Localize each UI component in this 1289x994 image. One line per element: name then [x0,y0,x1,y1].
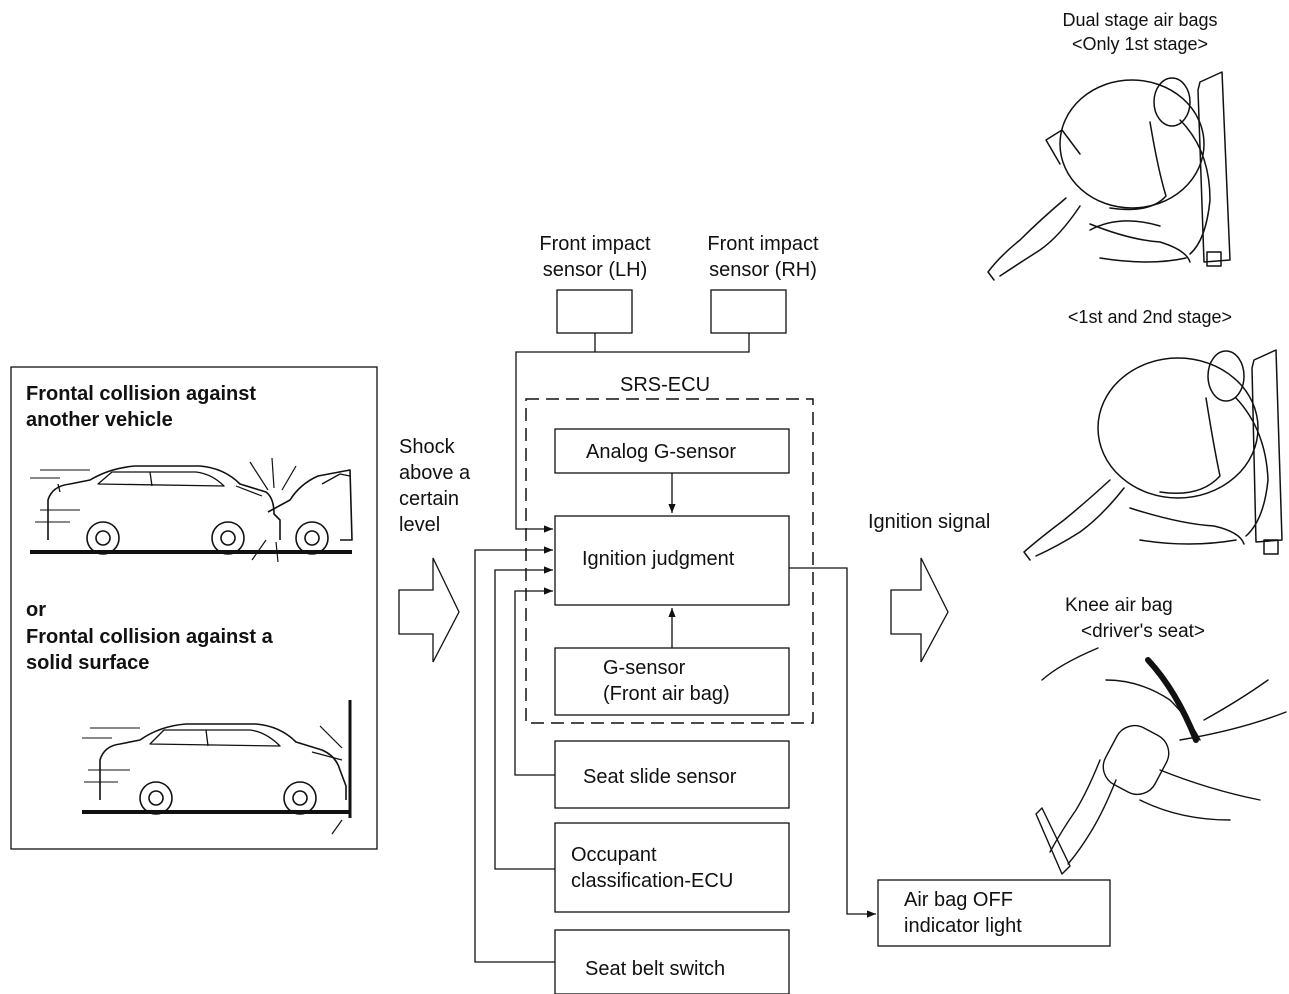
seat-belt-switch-box [554,929,790,994]
airbag-off-indicator-label: Air bag OFF indicator light [904,889,1022,937]
srs-ecu-title: SRS-ECU [620,374,711,396]
dual-stage-1st-2nd-label: <1st and 2nd stage> [1067,307,1233,327]
occupant-classification-label: Occupant classification-ECU [571,844,734,892]
dual-stage-title: Dual stage air bags [1062,10,1218,30]
collision-heading-vehicle: Frontal collision against another vehicl… [26,383,257,431]
analog-g-sensor-box [554,428,790,474]
front-impact-sensor-lh-box [556,289,633,334]
shock-arrow [398,557,460,663]
wall-collision-illustration [82,700,352,835]
front-sensor-rh-connector [515,333,750,533]
shock-label: Shock above a certain level [399,436,471,536]
knee-airbag-title: Knee air bag [1065,595,1173,616]
occupant-airbag-1st-stage-illustration [987,71,1231,281]
knee-airbag-seat-label: <driver's seat> [1081,621,1206,642]
ignition-judgment-box [554,515,790,606]
collision-panel [10,366,378,850]
knee-airbag-illustration [1035,647,1287,875]
dual-stage-1st-label: <Only 1st stage> [1071,34,1209,54]
seat-slide-line [514,587,555,776]
vehicle-collision-illustration [30,457,353,563]
seat-slide-sensor-label: Seat slide sensor [583,766,737,788]
occupant-airbag-2nd-stage-illustration [1023,349,1283,561]
occupant-line [494,566,555,870]
seat-belt-switch-label: Seat belt switch [585,958,726,980]
g-sensor-box [554,647,790,716]
ignition-arrow [890,557,949,663]
collision-connector-or: or [26,599,46,621]
g-sensor-label: G-sensor (Front air bag) [603,657,730,705]
front-impact-sensor-rh-box [710,289,787,334]
ignition-signal-label: Ignition signal [868,511,991,533]
seat-belt-line [474,546,555,963]
airbag-off-indicator-box [877,879,1111,947]
seat-slide-sensor-box [554,740,790,809]
occupant-classification-box [554,822,790,913]
front-impact-sensor-rh-label: Front impact sensor (RH) [707,233,819,281]
collision-heading-surface: Frontal collision against a solid surfac… [26,626,273,674]
judgment-to-indicator-line [789,567,876,918]
analog-g-sensor-label: Analog G-sensor [586,441,737,463]
front-impact-sensor-lh-label: Front impact sensor (LH) [539,233,651,281]
ignition-judgment-label: Ignition judgment [582,548,735,570]
srs-ecu-boundary [525,398,814,724]
